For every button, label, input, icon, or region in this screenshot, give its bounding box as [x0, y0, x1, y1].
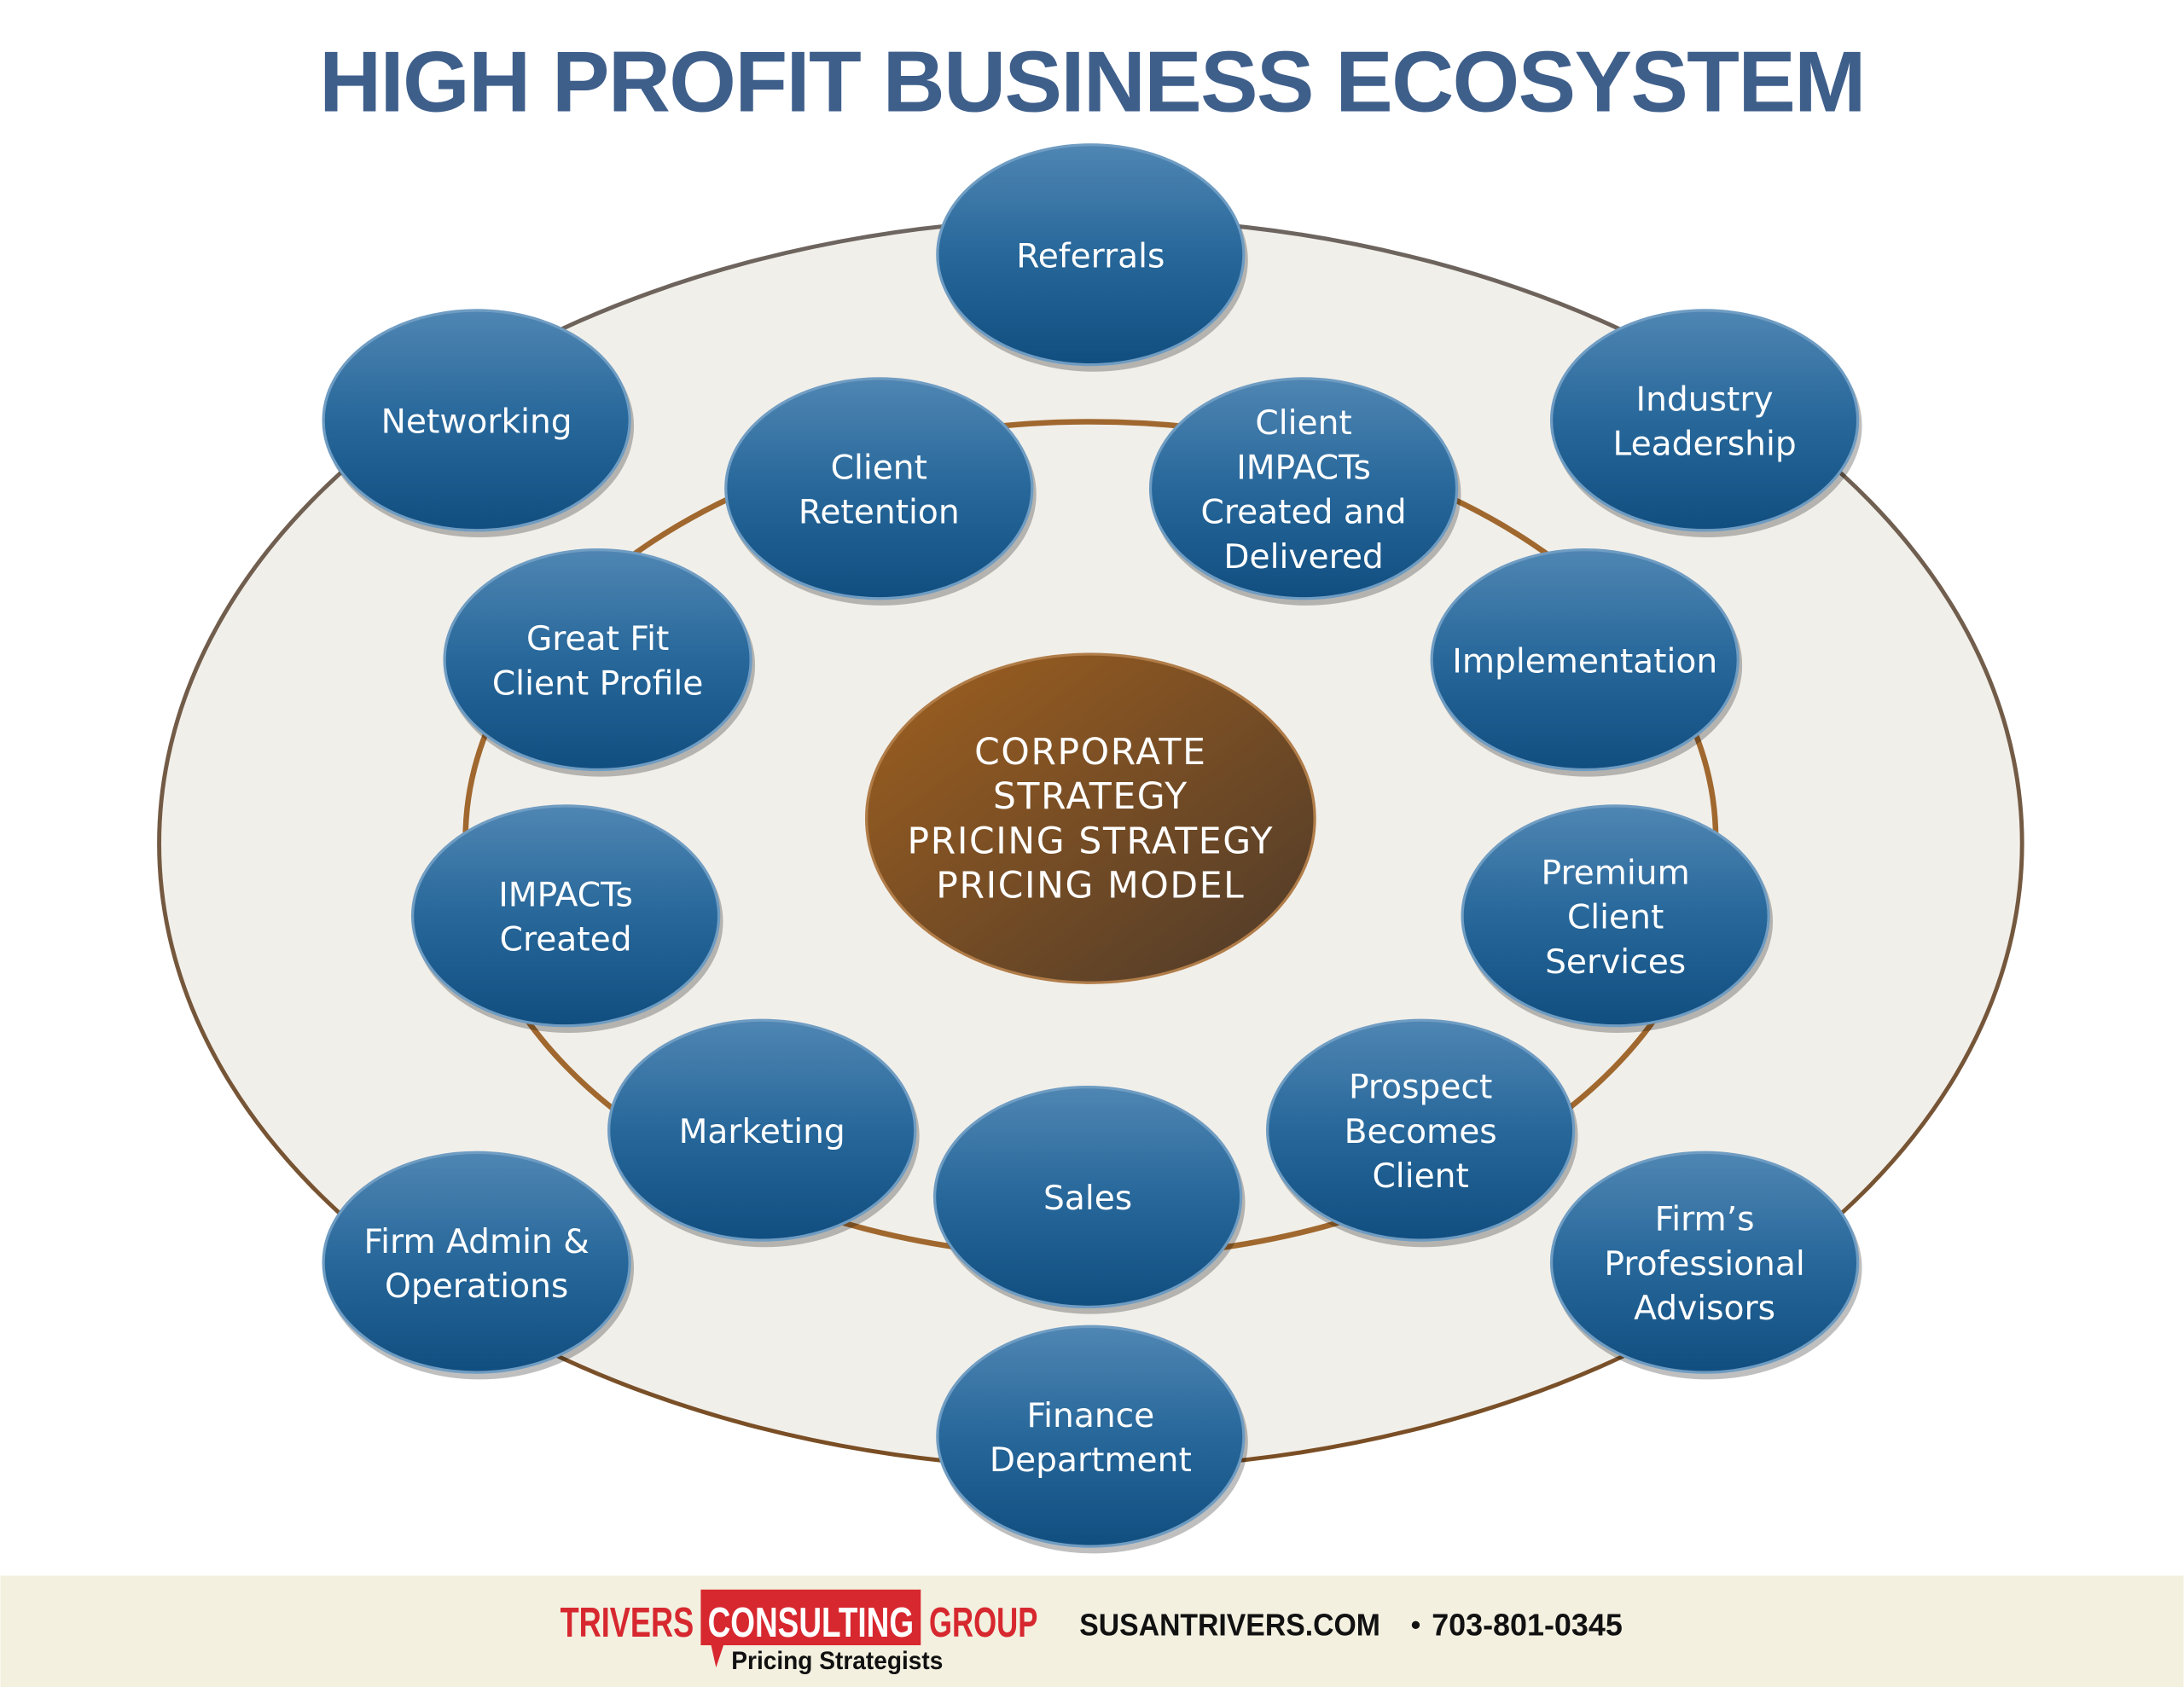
footer-logo: TRIVERS CONSULTING GROUP Pricing Strateg…	[561, 1589, 1037, 1675]
logo-consulting: CONSULTING	[708, 1600, 915, 1646]
page-title: HIGH PROFIT BUSINESS ECOSYSTEM	[319, 34, 1865, 130]
label-line: Prospect	[1349, 1069, 1492, 1107]
label-line: Client	[1372, 1157, 1468, 1196]
logo-red-box	[700, 1589, 921, 1646]
label-line: Client	[1255, 404, 1351, 443]
label-line: Advisors	[1634, 1290, 1775, 1328]
label-line: Created and	[1201, 494, 1407, 532]
footer-separator: •	[1411, 1609, 1420, 1640]
node-label: Implementation	[1452, 642, 1717, 681]
label-line: Operations	[385, 1267, 568, 1306]
node-ellipse	[932, 1085, 1243, 1309]
node-ellipse	[1430, 548, 1740, 772]
label-line: Professional	[1604, 1245, 1804, 1284]
node-ellipse	[724, 377, 1034, 600]
node-firm-admin-operations: Firm Admin & Operations	[322, 1151, 635, 1380]
label-line: Implementation	[1452, 642, 1717, 681]
node-marketing: Marketing	[607, 1018, 920, 1248]
node-ellipse	[1148, 377, 1459, 600]
label-line: Retention	[799, 494, 960, 532]
node-ellipse	[936, 1325, 1246, 1548]
label-line: Industry	[1636, 380, 1774, 419]
label-line: Firm’s	[1655, 1201, 1755, 1239]
node-ellipse	[322, 309, 631, 532]
label-line: IMPACTs	[498, 876, 633, 914]
label-line: Created	[500, 921, 632, 959]
node-label: Networking	[381, 403, 572, 442]
label-line: Networking	[381, 403, 572, 442]
node-ellipse	[1549, 309, 1860, 532]
node-implementation: Implementation	[1430, 548, 1743, 777]
logo-speech-tail	[710, 1642, 725, 1668]
footer-band	[0, 1575, 2184, 1687]
logo-tagline: Pricing Strategists	[731, 1647, 943, 1675]
phone-number: 703-801-0345	[1432, 1609, 1623, 1643]
label-line: Becomes	[1345, 1113, 1497, 1151]
label-line: Client	[831, 449, 927, 487]
node-ellipse	[1549, 1151, 1860, 1374]
node-ellipse	[1461, 804, 1770, 1028]
label-line: Client Profile	[492, 664, 704, 703]
node-ellipse	[936, 143, 1246, 367]
node-ellipse	[410, 804, 721, 1028]
label-line: Leadership	[1612, 426, 1796, 464]
label-line: CORPORATE	[974, 732, 1206, 774]
node-sales: Sales	[932, 1085, 1246, 1314]
label-line: Referrals	[1016, 237, 1165, 275]
label-line: Great Fit	[526, 620, 669, 658]
node-label: Firm Admin & Operations	[363, 1223, 589, 1306]
label-line: IMPACTs	[1236, 449, 1371, 487]
label-line: Department	[990, 1441, 1192, 1480]
label-line: Premium	[1542, 854, 1690, 892]
logo-group: GROUP	[929, 1600, 1037, 1646]
label-line: STRATEGY	[993, 776, 1188, 818]
node-ellipse	[607, 1018, 917, 1242]
node-ellipse	[1266, 1018, 1576, 1242]
label-line: Marketing	[679, 1113, 845, 1151]
node-ellipse	[443, 548, 752, 772]
label-line: Client	[1567, 899, 1664, 937]
label-line: Services	[1545, 943, 1686, 982]
node-ellipse	[322, 1151, 631, 1374]
label-line: Sales	[1043, 1180, 1132, 1218]
node-networking: Networking	[322, 309, 635, 537]
website-link[interactable]: SUSANTRIVERS.COM	[1079, 1609, 1380, 1643]
logo-trivers: TRIVERS	[561, 1600, 694, 1646]
label-line: Finance	[1026, 1397, 1154, 1435]
node-label: Marketing	[679, 1113, 845, 1151]
label-line: Delivered	[1223, 538, 1383, 577]
label-line: PRICING STRATEGY	[908, 820, 1275, 862]
node-label: Sales	[1043, 1180, 1132, 1218]
label-line: PRICING MODEL	[936, 866, 1245, 907]
node-label: Referrals	[1016, 237, 1165, 275]
node-referrals: Referrals	[936, 143, 1248, 372]
label-line: Firm Admin &	[363, 1223, 589, 1261]
